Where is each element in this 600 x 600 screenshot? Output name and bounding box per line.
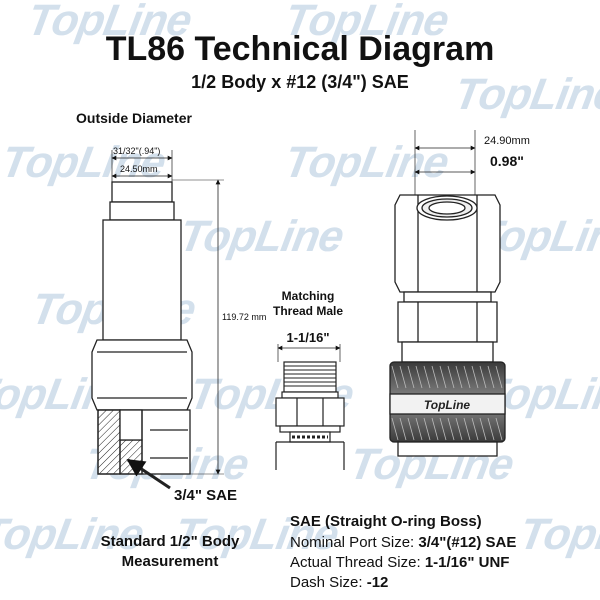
coupler-brand-logo: TopLine	[424, 398, 471, 412]
spec-dash-size: Dash Size: -12	[290, 574, 388, 591]
spec-label: Actual Thread Size:	[290, 554, 421, 571]
right-in-dim: 0.98"	[490, 153, 524, 169]
standard-body-label: Standard 1/2" Body Measurement	[100, 533, 240, 570]
spec-label: Dash Size:	[290, 574, 363, 591]
left-fitting	[91, 150, 224, 490]
spec-actual-thread: Actual Thread Size: 1-1/16" UNF	[290, 554, 509, 571]
right-mm-dim: 24.90mm	[484, 135, 530, 147]
spec-value: 3/4"(#12) SAE	[418, 534, 517, 551]
length-dim: 119.72 mm	[222, 312, 266, 322]
matching-thread-male	[275, 344, 345, 470]
outside-diameter-label: Outside Diameter	[76, 110, 192, 126]
spec-value: -12	[366, 574, 389, 591]
matching-label-line2: Thread Male	[273, 304, 343, 318]
matching-label-line1: Matching	[282, 289, 335, 303]
page-subtitle: 1/2 Body x #12 (3/4") SAE	[191, 72, 409, 92]
spec-value: 1-1/16" UNF	[424, 554, 510, 571]
sae-title: SAE (Straight O-ring Boss)	[290, 513, 482, 530]
thread-size-dim: 1-1/16"	[286, 330, 329, 345]
spec-label: Nominal Port Size:	[290, 534, 415, 551]
page-title: TL86 Technical Diagram	[105, 30, 495, 68]
od-fraction-dim: 31/32"(.94")	[113, 146, 160, 156]
spec-nominal-port: Nominal Port Size: 3/4"(#12) SAE	[290, 534, 516, 551]
right-coupler	[389, 130, 506, 457]
port-callout: 3/4" SAE	[174, 487, 237, 504]
od-mm-dim: 24.50mm	[120, 164, 158, 174]
